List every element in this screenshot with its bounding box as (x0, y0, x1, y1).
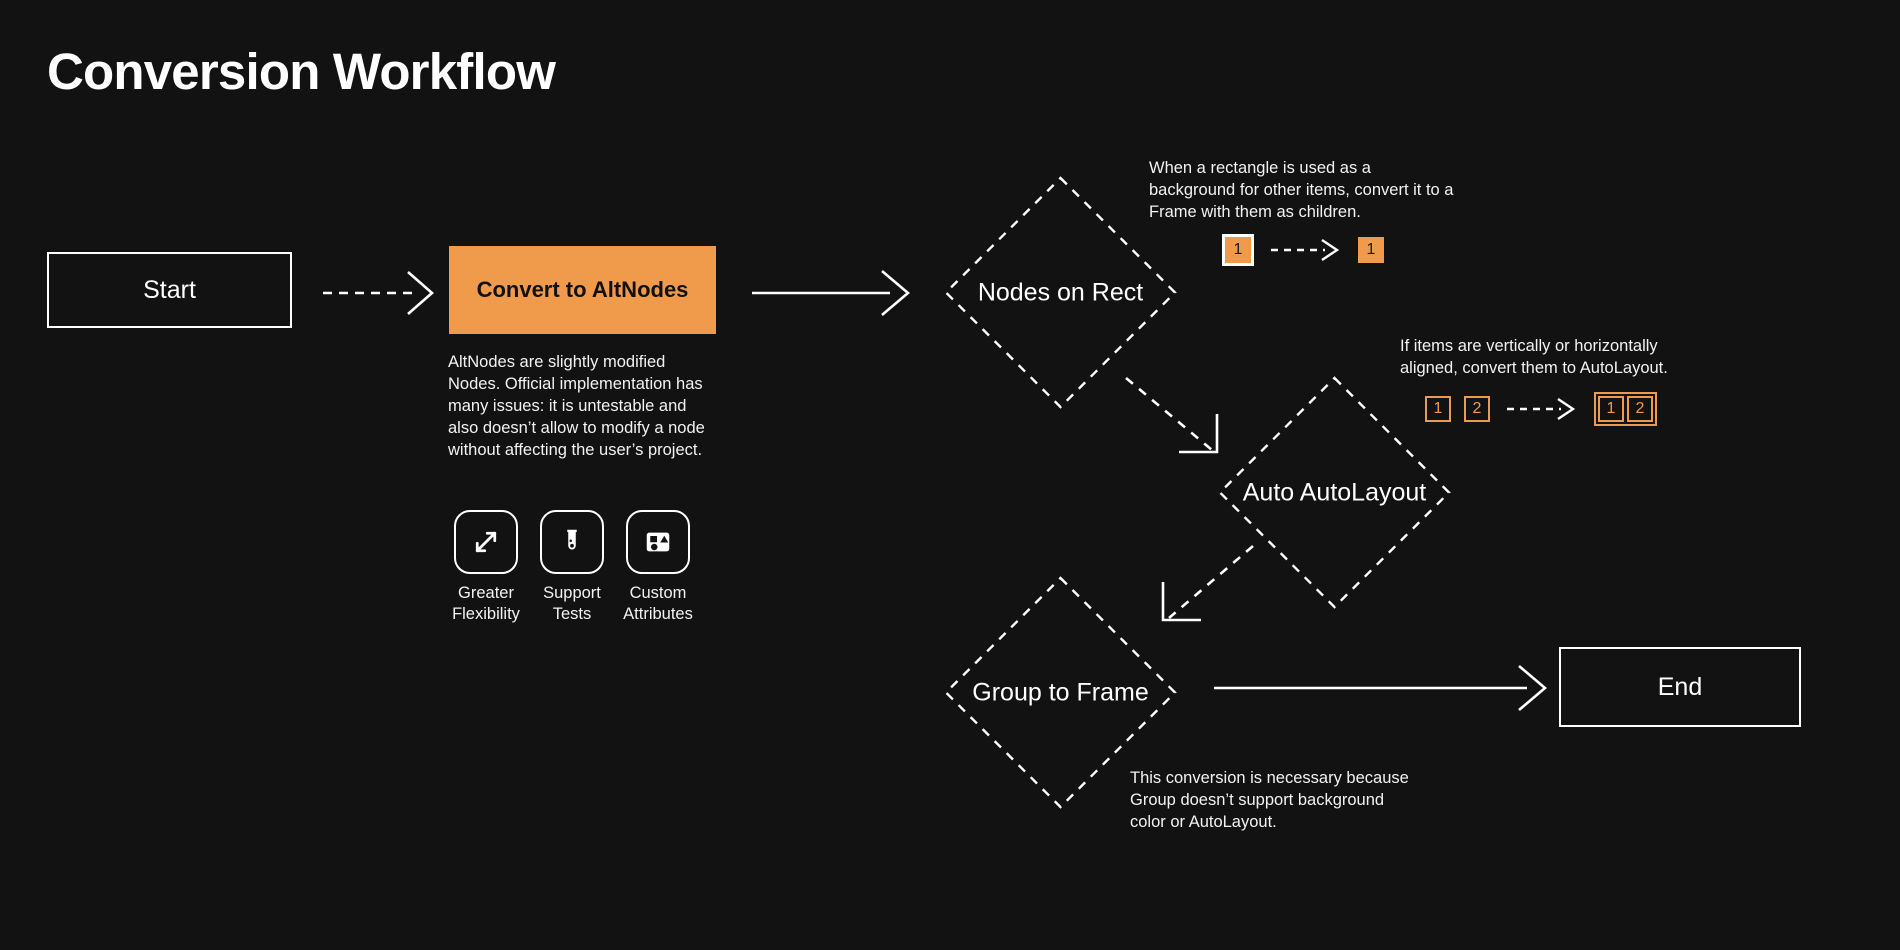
expand-arrows-icon (475, 531, 497, 553)
mini-chip-after: 1 (1358, 237, 1384, 263)
mini-group-frame: 1 2 (1594, 392, 1657, 426)
mini-chip-before-1: 1 (1425, 396, 1451, 422)
feature-list: Greater Flexibility Support Tests (452, 510, 693, 625)
mini-chip-after-1: 1 (1598, 396, 1624, 422)
connector-group-to-frame-to-end (1214, 665, 1548, 711)
feature-label: Custom Attributes (623, 584, 693, 623)
mini-diagram-items-to-autolayout: 1 2 1 2 (1425, 392, 1657, 426)
convert-description: AltNodes are slightly modified Nodes. Of… (448, 353, 705, 459)
connector-start-to-convert (323, 271, 434, 315)
page-title: Conversion Workflow (47, 43, 556, 100)
mini-chip-after-2: 2 (1627, 396, 1653, 422)
feature-badge (626, 510, 690, 574)
node-end-label: End (1657, 672, 1703, 701)
mini-chip-before-2: 2 (1464, 396, 1490, 422)
node-group-to-frame[interactable]: Group to Frame (943, 575, 1178, 810)
connector-convert-to-nodes-on-rect (752, 270, 911, 316)
feature-label: Greater Flexibility (452, 584, 520, 623)
feature-greater-flexibility[interactable]: Greater Flexibility (452, 510, 520, 625)
node-convert-to-altnodes[interactable]: Convert to AltNodes (449, 246, 716, 334)
node-group-to-frame-label: Group to Frame (972, 678, 1149, 706)
node-end[interactable]: End (1559, 647, 1801, 727)
diamond-outline (1218, 376, 1451, 609)
feature-support-tests[interactable]: Support Tests (538, 510, 606, 625)
feature-custom-attributes[interactable]: Custom Attributes (623, 510, 693, 625)
node-nodes-on-rect-label: Nodes on Rect (977, 278, 1144, 306)
mini-arrow-icon (1507, 398, 1576, 420)
node-convert-label: Convert to AltNodes (476, 277, 689, 302)
mini-arrow-icon (1271, 239, 1340, 261)
diamond-outline (944, 176, 1177, 409)
feature-label: Support Tests (543, 584, 601, 623)
shapes-icon (646, 532, 670, 552)
node-start[interactable]: Start (47, 252, 292, 328)
feature-badge (540, 510, 604, 574)
annotation-auto-autolayout: If items are vertically or horizontally … (1400, 337, 1668, 377)
node-start-label: Start (143, 275, 196, 304)
mini-chip-before: 1 (1222, 234, 1254, 266)
node-nodes-on-rect[interactable]: Nodes on Rect (943, 175, 1178, 410)
connector-nodes-on-rect-to-auto-autolayout (1125, 377, 1219, 454)
test-tube-icon (567, 529, 577, 550)
connector-auto-autolayout-to-group-to-frame (1161, 545, 1254, 622)
annotation-nodes-on-rect: When a rectangle is used as a background… (1149, 159, 1454, 221)
node-auto-autolayout[interactable]: Auto AutoLayout (1217, 375, 1452, 610)
mini-diagram-rect-to-frame: 1 1 (1222, 234, 1384, 266)
feature-badge (454, 510, 518, 574)
annotation-group-to-frame: This conversion is necessary because Gro… (1130, 769, 1409, 831)
node-auto-autolayout-label: Auto AutoLayout (1242, 478, 1427, 506)
diamond-outline (944, 576, 1177, 809)
